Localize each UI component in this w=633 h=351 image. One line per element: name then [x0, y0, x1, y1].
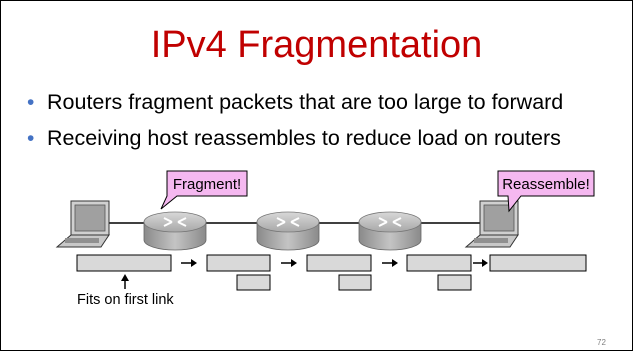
router-icon — [256, 211, 320, 251]
callout-reassemble: Reassemble! — [497, 170, 595, 213]
fits-first-link-label: Fits on first link — [77, 292, 174, 308]
bullet-list: • Routers fragment packets that are too l… — [27, 89, 563, 161]
packet-fragment — [306, 254, 372, 272]
callout-fragment: Fragment! — [160, 170, 248, 210]
laptop-icon — [464, 200, 519, 248]
bullet-text: Routers fragment packets that are too la… — [47, 90, 564, 114]
arrow-right-icon — [473, 259, 488, 267]
packet-fragment-small — [236, 274, 271, 291]
slide-title: IPv4 Fragmentation — [150, 24, 483, 66]
packet-fragment-small — [338, 274, 372, 291]
router-icon — [143, 211, 207, 251]
slide-number: 72 — [597, 338, 606, 347]
packet-fragment-small — [437, 274, 472, 291]
bullet-item: • Routers fragment packets that are too l… — [27, 89, 563, 116]
packet-reassembled — [489, 254, 587, 272]
laptop-icon — [55, 200, 110, 248]
callout-fragment-text: Fragment! — [173, 176, 241, 193]
callout-reassemble-text: Reassemble! — [502, 176, 590, 193]
router-icon — [358, 211, 422, 251]
arrow-right-icon — [382, 259, 398, 267]
bullet-dot-icon: • — [27, 91, 35, 114]
bullet-text: Receiving host reassembles to reduce loa… — [47, 126, 561, 150]
bullet-item: • Receiving host reassembles to reduce lo… — [27, 125, 563, 152]
arrow-right-icon — [181, 259, 197, 267]
packet-original — [76, 254, 172, 272]
arrow-up-icon — [121, 274, 129, 289]
packet-fragment — [406, 254, 472, 272]
packet-fragment — [206, 254, 271, 272]
arrow-right-icon — [281, 259, 297, 267]
bullet-dot-icon: • — [27, 127, 35, 150]
